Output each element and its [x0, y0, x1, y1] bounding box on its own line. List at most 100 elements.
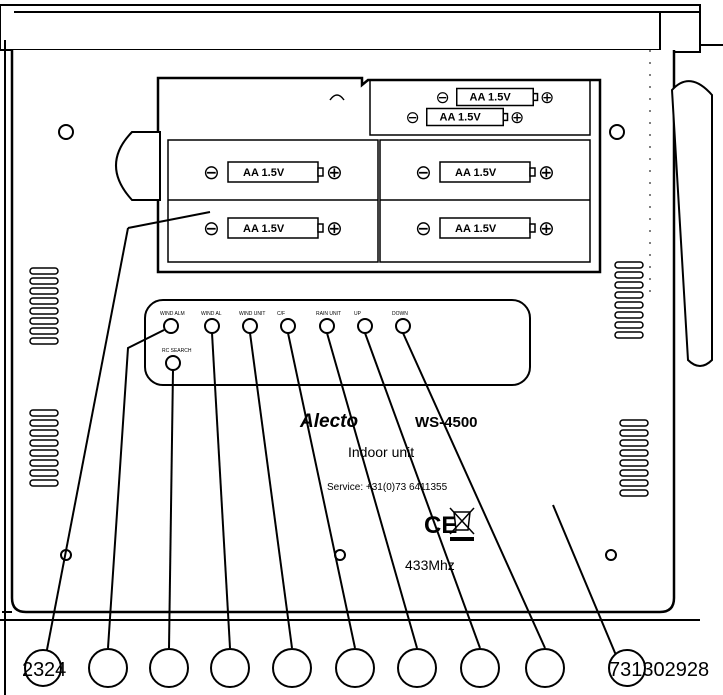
callout-circle [335, 648, 375, 688]
vent-slot [614, 281, 644, 289]
button-cf-cap[interactable] [280, 318, 296, 334]
batteries: AA 1.5V ⊖ ⊕ AA 1.5V ⊖ ⊕ AA 1.5V ⊖ ⊕ AA 1.5V ⊖ ⊕ AA 1… [203, 87, 555, 240]
vents [29, 261, 649, 497]
button-down-cap[interactable] [395, 318, 411, 334]
vent-slot [614, 301, 644, 309]
battery-5: AA 1.5V ⊖ ⊕ [436, 87, 554, 108]
button-up-cap[interactable] [357, 318, 373, 334]
button-wind-al-label: WIND AL [201, 311, 222, 317]
vent-slot [29, 297, 59, 305]
button-panel [144, 299, 531, 386]
minus-symbol: ⊖ [415, 160, 432, 184]
button-wind-unit-cap[interactable] [242, 318, 258, 334]
button-cf-label: C/F [277, 311, 285, 317]
button-wind-al-cap[interactable] [204, 318, 220, 334]
callout-circle [88, 648, 128, 688]
plus-symbol: ⊕ [326, 160, 343, 184]
battery-1: AA 1.5V⊖⊕ [203, 160, 343, 184]
battery-terminal [529, 167, 536, 177]
plus-symbol: ⊕ [326, 216, 343, 240]
vent-slot [614, 321, 644, 329]
callout-circle [460, 648, 500, 688]
callout-circle [149, 648, 189, 688]
vent-slot [29, 277, 59, 285]
vent-slot [619, 439, 649, 447]
battery-label: AA 1.5V [243, 223, 285, 235]
battery-label: AA 1.5V [243, 167, 285, 179]
battery-terminal [317, 167, 324, 177]
mount-hole-right [609, 124, 625, 140]
battery-2: AA 1.5V ⊖ ⊕ [203, 216, 343, 240]
button-rc-search-cap[interactable] [165, 355, 181, 371]
vent-slot [619, 479, 649, 487]
battery-label: AA 1.5V [455, 223, 497, 235]
battery-label: AA 1.5V [440, 111, 482, 123]
plus-symbol: ⊕ [538, 160, 555, 184]
unit-name: Indoor unit [348, 444, 414, 460]
battery-3: AA 1.5V ⊖ ⊕ [415, 160, 555, 184]
screw-br [605, 549, 617, 561]
minus-symbol: ⊖ [436, 88, 450, 108]
brand-logo: Alecto [299, 411, 358, 432]
button-wind-alarm-cap[interactable] [163, 318, 179, 334]
vent-slot [29, 479, 59, 487]
leader-lines [44, 211, 619, 661]
vent-slot [29, 469, 59, 477]
vent-slot [29, 419, 59, 427]
top-right-corner [659, 11, 701, 53]
plus-symbol: ⊕ [510, 108, 524, 128]
plus-symbol: ⊕ [538, 216, 555, 240]
callout-circle [525, 648, 565, 688]
battery-label: AA 1.5V [470, 91, 512, 103]
vent-slot [619, 469, 649, 477]
minus-symbol: ⊖ [415, 216, 432, 240]
battery-terminal [532, 92, 539, 102]
minus-symbol: ⊖ [203, 216, 220, 240]
battery-terminal [502, 112, 509, 122]
vent-slot [29, 267, 59, 275]
callout-circle [608, 649, 646, 687]
ce-mark: CE [424, 512, 457, 539]
vent-slot [29, 307, 59, 315]
button-up-label: UP [354, 311, 362, 317]
vent-slot [614, 291, 644, 299]
vent-slot [29, 439, 59, 447]
battery-clip [115, 131, 161, 201]
vent-slot [619, 449, 649, 457]
vent-slot [614, 261, 644, 269]
button-wind-alarm[interactable]: WIND ALM [160, 311, 185, 334]
vent-slot [619, 419, 649, 427]
vent-slot [614, 331, 644, 339]
callout-right: 731302928 [609, 659, 709, 681]
callout-circle [24, 649, 62, 687]
button-down-label: DOWN [392, 311, 408, 317]
frequency-label: 433Mhz [405, 557, 455, 573]
weee-bin-icon [449, 507, 475, 541]
vent-slot [619, 489, 649, 497]
callout-24: 24 [44, 659, 66, 681]
callout-circle [210, 648, 250, 688]
vent-slot [29, 409, 59, 417]
vent-slot [29, 429, 59, 437]
vent-slot [29, 449, 59, 457]
vent-slot [29, 459, 59, 467]
vent-slot [29, 317, 59, 325]
vent-slot [619, 429, 649, 437]
button-rain-unit-label: RAIN UNIT [316, 311, 341, 317]
vent-slot [619, 459, 649, 467]
antenna [670, 80, 713, 367]
button-rain-unit-cap[interactable] [319, 318, 335, 334]
vent-slot [29, 287, 59, 295]
mount-hole-left [58, 124, 74, 140]
model-number: WS-4500 [415, 414, 478, 431]
vent-slot [29, 327, 59, 335]
vent-slot [29, 337, 59, 345]
plus-symbol: ⊕ [540, 88, 554, 108]
vent-slot [614, 271, 644, 279]
battery-label: AA 1.5V [455, 167, 497, 179]
button-wind-unit-label: WIND UNIT [239, 311, 265, 317]
service-number: Service: +31(0)73 6411355 [327, 482, 448, 493]
vent-slot [614, 311, 644, 319]
